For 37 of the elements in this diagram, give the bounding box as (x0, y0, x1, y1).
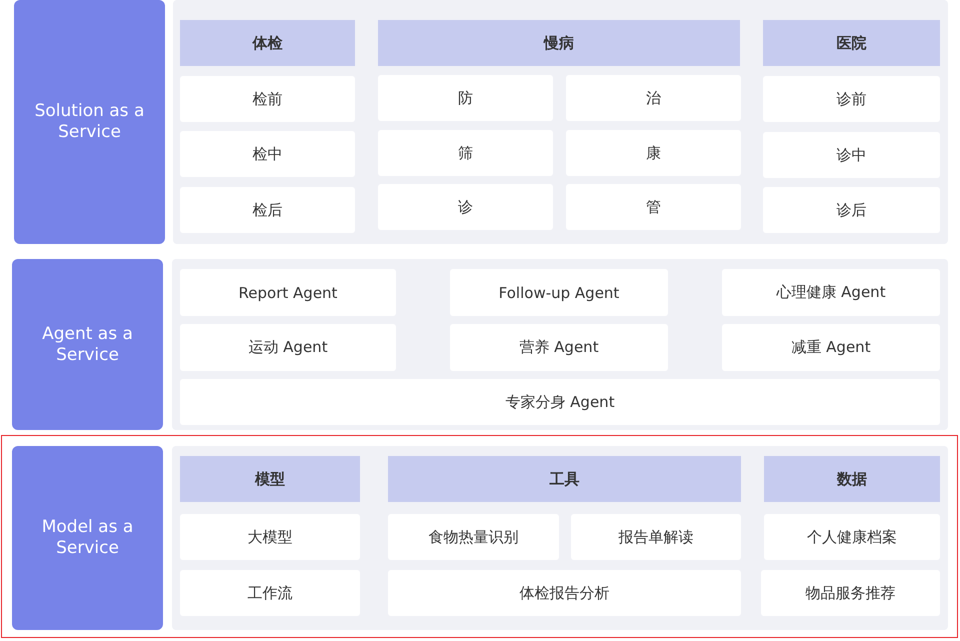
service-card: 减重 Agent (722, 324, 940, 371)
service-card: 检中 (180, 131, 355, 177)
category-header: 模型 (180, 456, 360, 502)
service-card: 管 (566, 184, 741, 230)
layer-background (172, 446, 948, 630)
layer-background (173, 0, 948, 244)
service-card: 大模型 (180, 514, 360, 560)
service-card: 防 (378, 75, 553, 121)
service-card: 专家分身 Agent (180, 379, 940, 425)
category-header: 医院 (763, 20, 940, 66)
service-card: 营养 Agent (450, 324, 668, 371)
service-card: 物品服务推荐 (761, 570, 940, 616)
service-card: 食物热量识别 (388, 514, 559, 560)
service-card: Report Agent (180, 269, 396, 316)
category-header: 慢病 (378, 20, 740, 66)
layer-panel: Solution as a Service (14, 0, 165, 244)
service-card: 工作流 (180, 570, 360, 616)
service-card: 诊前 (763, 76, 940, 122)
service-card: 检后 (180, 187, 355, 233)
service-card: 个人健康档案 (764, 514, 940, 560)
layer-panel: Model as a Service (12, 446, 163, 630)
service-card: 体检报告分析 (388, 570, 741, 616)
category-header: 体检 (180, 20, 355, 66)
service-card: 运动 Agent (180, 324, 396, 371)
service-card: 筛 (378, 130, 553, 176)
service-card: 康 (566, 130, 741, 176)
service-card: 治 (566, 75, 741, 121)
service-card: 诊中 (763, 132, 940, 178)
layer-panel: Agent as a Service (12, 259, 163, 430)
service-card: 检前 (180, 76, 355, 122)
service-card: 诊后 (763, 187, 940, 233)
service-card: 报告单解读 (571, 514, 741, 560)
category-header: 数据 (764, 456, 940, 502)
service-card: 心理健康 Agent (722, 269, 940, 316)
service-card: 诊 (378, 184, 553, 230)
service-card: Follow-up Agent (450, 269, 668, 316)
category-header: 工具 (388, 456, 741, 502)
